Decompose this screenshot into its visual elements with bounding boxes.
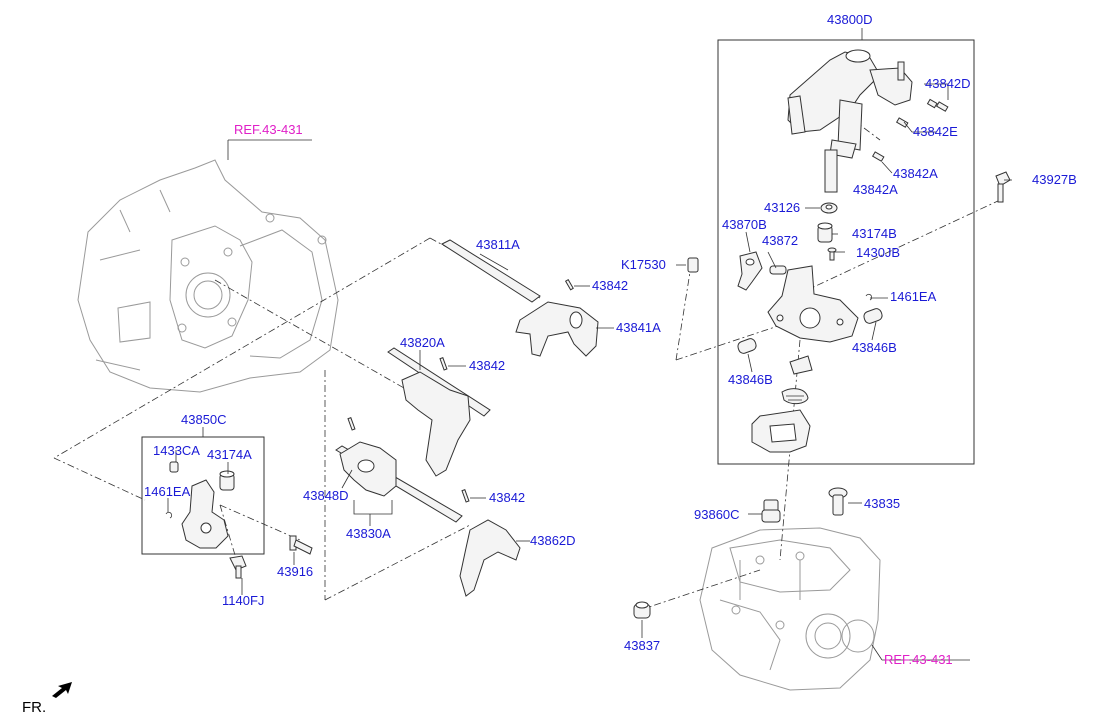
switch-93860C xyxy=(761,499,781,523)
shift-fork-43862D xyxy=(459,519,521,597)
shift-lug-43841A xyxy=(515,301,599,357)
part-label-43848D[interactable]: 43848D xyxy=(303,488,349,503)
part-label-43174B[interactable]: 43174B xyxy=(852,226,897,241)
spring xyxy=(781,388,809,405)
part-label-43820A[interactable]: 43820A xyxy=(400,335,445,350)
part-label-43842-2[interactable]: 43842 xyxy=(469,358,505,373)
plug-43846B-right xyxy=(863,308,883,324)
part-label-43850C[interactable]: 43850C xyxy=(181,412,227,427)
part-label-43842-3[interactable]: 43842 xyxy=(489,490,525,505)
part-label-43862D[interactable]: 43862D xyxy=(530,533,576,548)
stud-43916 xyxy=(289,535,313,555)
part-label-1140FJ[interactable]: 1140FJ xyxy=(222,593,264,608)
part-label-43870B[interactable]: 43870B xyxy=(722,217,767,232)
part-label-43872[interactable]: 43872 xyxy=(762,233,798,248)
part-label-43842E[interactable]: 43842E xyxy=(913,124,958,139)
control-housing xyxy=(767,265,859,343)
lever-43870B xyxy=(737,251,763,291)
part-label-1430JB[interactable]: 1430JB xyxy=(856,245,900,260)
part-label-43846B-left[interactable]: 43846B xyxy=(728,372,773,387)
leader-lines xyxy=(167,28,1012,661)
part-label-43835[interactable]: 43835 xyxy=(864,496,900,511)
shift-fork-43820A xyxy=(387,347,491,477)
part-label-43842A-1[interactable]: 43842A xyxy=(893,166,938,181)
part-label-43842-1[interactable]: 43842 xyxy=(592,278,628,293)
part-label-43830A[interactable]: 43830A xyxy=(346,526,391,541)
part-label-1433CA[interactable]: 1433CA xyxy=(153,443,200,458)
shift-rail-43811A xyxy=(440,239,541,303)
pin-43842D xyxy=(926,98,949,112)
pin-43842A-upper xyxy=(871,151,885,162)
plug-43837 xyxy=(633,601,651,619)
plug-43835 xyxy=(828,487,848,516)
assembly-43800D-frame xyxy=(717,39,975,465)
guide-bracket xyxy=(751,409,811,453)
pin-43842-middle xyxy=(439,357,448,371)
plug-43846B-left xyxy=(737,338,757,354)
part-label-1461EA-left[interactable]: 1461EA xyxy=(144,484,191,499)
bolt-1430JB xyxy=(827,247,837,261)
pin-43842E xyxy=(895,117,909,128)
bolt-43927B xyxy=(995,171,1011,203)
pin-43872 xyxy=(769,265,787,275)
pin-43848D xyxy=(347,417,356,431)
part-label-43841A[interactable]: 43841A xyxy=(616,320,661,335)
bushing-43174A xyxy=(219,470,235,491)
part-label-43846B-right[interactable]: 43846B xyxy=(852,340,897,355)
part-label-1461EA-right[interactable]: 1461EA xyxy=(890,289,937,304)
ref-label-top[interactable]: REF.43-431 xyxy=(234,122,303,137)
bolt-1140FJ xyxy=(229,555,247,579)
front-label: FR. xyxy=(22,699,46,716)
clip-1461EA-left xyxy=(165,511,173,519)
part-label-43916[interactable]: 43916 xyxy=(277,564,313,579)
detent-plate xyxy=(789,355,813,375)
pin-43842-lower xyxy=(461,489,470,503)
part-label-43811A[interactable]: 43811A xyxy=(476,237,520,252)
bolt-1433CA xyxy=(169,461,179,473)
part-label-43800D[interactable]: 43800D xyxy=(827,12,873,27)
pin-43842-upper xyxy=(564,278,574,291)
transmission-case-right xyxy=(699,527,881,691)
part-label-K17530[interactable]: K17530 xyxy=(621,257,666,272)
part-label-43842A-2[interactable]: 43842A xyxy=(853,182,898,197)
part-label-93860C[interactable]: 93860C xyxy=(694,507,740,522)
front-direction-arrow-icon xyxy=(52,682,72,698)
part-label-43126[interactable]: 43126 xyxy=(764,200,800,215)
part-label-43927B[interactable]: 43927B xyxy=(1032,172,1077,187)
part-label-43837[interactable]: 43837 xyxy=(624,638,660,653)
part-label-43842D[interactable]: 43842D xyxy=(925,76,971,91)
select-lever-43850C xyxy=(181,479,229,549)
ref-label-bottom[interactable]: REF.43-431 xyxy=(884,652,953,667)
shift-lever-assembly xyxy=(787,49,913,193)
sensor-K17530 xyxy=(687,257,699,273)
bushing-43174B xyxy=(817,222,833,243)
transmission-case-left xyxy=(77,159,339,393)
part-label-43174A[interactable]: 43174A xyxy=(207,447,252,462)
clip-1461EA-right xyxy=(865,293,873,301)
